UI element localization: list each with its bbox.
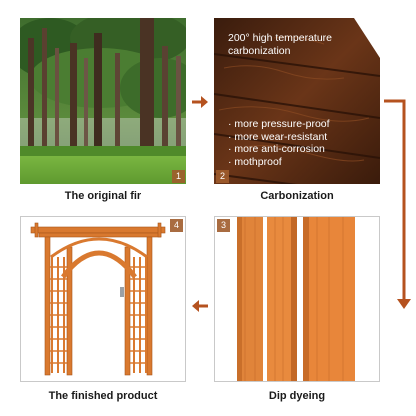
step-number-badge: 3 (217, 219, 230, 232)
arrow-right-icon (192, 96, 208, 108)
step-number-badge: 1 (172, 170, 185, 183)
dyed-wood-boards-image (215, 217, 379, 381)
feature-list: more pressure-proof more wear-resistant … (228, 118, 330, 169)
forest-photo-panel: 1 (20, 18, 186, 184)
feature-item: more wear-resistant (228, 131, 330, 144)
arrow-left-icon (192, 300, 208, 312)
step-number-badge: 2 (216, 170, 229, 183)
feature-item: more pressure-proof (228, 118, 329, 131)
finished-product-panel: 4 (20, 216, 186, 382)
carbonization-title: 200° high temperature carbonization (228, 32, 333, 57)
step-4-caption: The finished product (48, 390, 158, 402)
feature-item: mothproof (228, 156, 330, 169)
step-2-caption: Carbonization (260, 190, 334, 202)
fir-forest-image (20, 18, 186, 184)
step-3-caption: Dip dyeing (268, 390, 326, 402)
feature-item: more anti-corrosion (228, 143, 330, 156)
dip-dyeing-panel: 3 (214, 216, 380, 382)
garden-arbor-image (21, 217, 185, 381)
step-1-caption: The original fir (64, 190, 142, 202)
step-number-badge: 4 (170, 219, 183, 232)
arrow-down-icon (384, 99, 411, 309)
